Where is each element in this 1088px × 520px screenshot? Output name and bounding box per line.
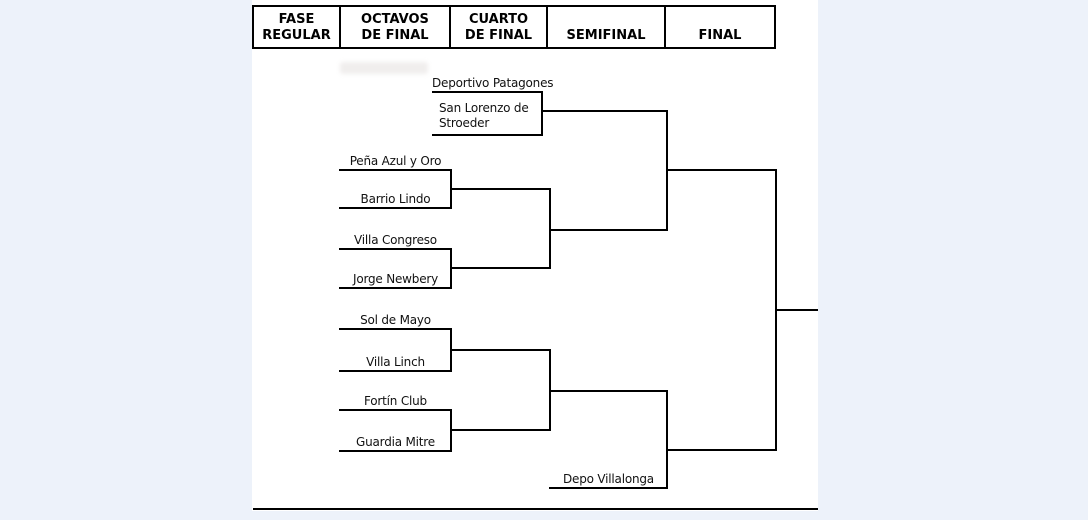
depo-villalonga-underline: [549, 487, 668, 489]
fortin-club-underline: [339, 409, 452, 411]
team-depo-villalonga: Depo Villalonga: [563, 472, 654, 486]
team-sol-de-mayo: Sol de Mayo: [360, 313, 431, 327]
champion-line: [775, 309, 818, 311]
upper-quarters-winner-line: [549, 229, 668, 231]
octavos-match1-connector: [541, 91, 543, 136]
erased-text-artifact: [340, 62, 428, 74]
team-guardia-mitre: Guardia Mitre: [356, 435, 435, 449]
pena-azul-underline: [339, 169, 452, 171]
guardia-mitre-underline: [339, 450, 452, 452]
cuartos-match1-winner-line: [450, 188, 551, 190]
lower-quarters-winner-line: [549, 390, 668, 392]
team-deportivo-patagones: Deportivo Patagones: [432, 76, 554, 90]
barrio-lindo-underline: [339, 207, 452, 209]
team-san-lorenzo-de-stroeder: San Lorenzo de Stroeder: [439, 101, 529, 130]
san-lorenzo-underline: [432, 134, 543, 136]
header-octavos-de-final: OCTAVOS DE FINAL: [341, 7, 451, 47]
header-line2: REGULAR: [262, 28, 331, 43]
jorge-newbery-underline: [339, 287, 452, 289]
content-bottom-border: [253, 508, 818, 510]
semifinal2-winner-line: [666, 449, 777, 451]
header-line2: FINAL: [698, 28, 742, 43]
team-villa-congreso: Villa Congreso: [354, 233, 437, 247]
header-final: FINAL: [666, 7, 774, 47]
cuartos-match3-winner-line: [450, 349, 551, 351]
team-fortin-club: Fortín Club: [364, 394, 427, 408]
octavos-match1-winner-line: [541, 110, 668, 112]
header-semifinal: SEMIFINAL: [548, 7, 666, 47]
sol-de-mayo-underline: [339, 328, 452, 330]
cuartos-match4-winner-line: [450, 429, 551, 431]
semifinal1-winner-line: [666, 169, 777, 171]
header-line2: SEMIFINAL: [566, 28, 646, 43]
deportivo-patagones-underline: [432, 91, 543, 93]
content-area: [252, 0, 818, 511]
team-villa-linch: Villa Linch: [366, 355, 425, 369]
header-line2: DE FINAL: [361, 28, 429, 43]
villa-linch-underline: [339, 370, 452, 372]
round-header-table: FASE REGULAR OCTAVOS DE FINAL CUARTO DE …: [252, 5, 776, 49]
team-pena-azul-y-oro: Peña Azul y Oro: [349, 154, 442, 168]
villa-congreso-underline: [339, 248, 452, 250]
header-line2: DE FINAL: [464, 28, 533, 43]
header-line1: OCTAVOS: [361, 12, 429, 27]
team-barrio-lindo: Barrio Lindo: [360, 192, 431, 206]
header-line1: CUARTO: [468, 12, 529, 27]
header-cuarto-de-final: CUARTO DE FINAL: [451, 7, 548, 47]
team-jorge-newbery: Jorge Newbery: [352, 272, 439, 286]
cuartos-match2-winner-line: [450, 267, 551, 269]
semifinal2-connector: [666, 390, 668, 489]
upper-quarters-connector: [549, 188, 551, 269]
header-line1: FASE: [278, 12, 315, 27]
header-fase-regular: FASE REGULAR: [254, 7, 341, 47]
